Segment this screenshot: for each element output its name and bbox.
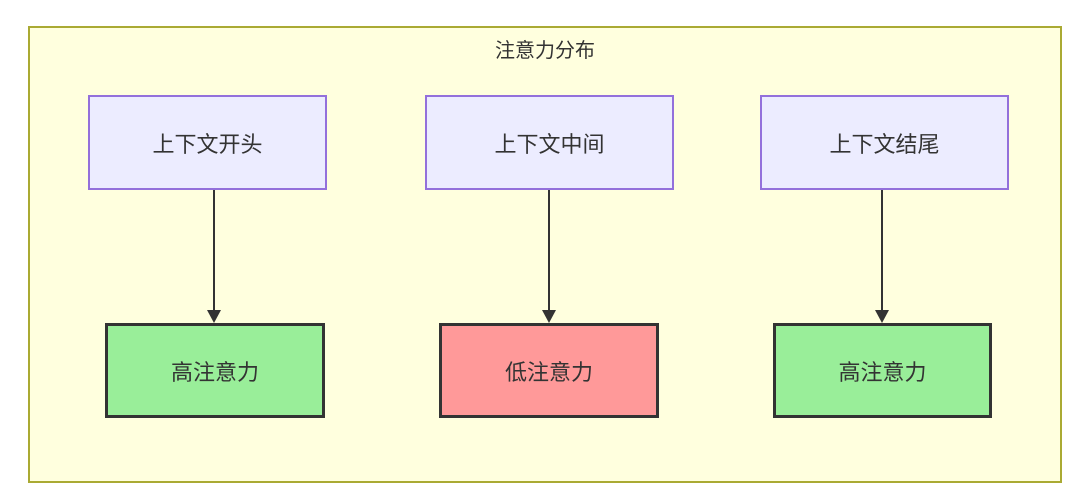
arrow-line — [213, 190, 215, 310]
node-context-end-label: 上下文结尾 — [829, 131, 940, 157]
node-context-middle-label: 上下文中间 — [494, 131, 605, 157]
node-high-attention-1-label: 高注意力 — [170, 359, 259, 385]
diagram-title: 注意力分布 — [495, 40, 595, 62]
node-high-attention-2-label: 高注意力 — [838, 359, 927, 385]
arrow-middle-to-low-attention — [542, 190, 556, 323]
node-low-attention-label: 低注意力 — [504, 359, 593, 385]
node-high-attention-2: 高注意力 — [773, 323, 992, 418]
node-high-attention-1: 高注意力 — [105, 323, 325, 418]
arrow-end-to-high-attention — [875, 190, 889, 323]
arrowhead-down-icon — [875, 310, 889, 323]
node-context-end: 上下文结尾 — [760, 95, 1009, 190]
arrowhead-down-icon — [542, 310, 556, 323]
node-context-middle: 上下文中间 — [425, 95, 674, 190]
node-context-start: 上下文开头 — [88, 95, 327, 190]
arrow-line — [881, 190, 883, 310]
arrowhead-down-icon — [207, 310, 221, 323]
node-low-attention: 低注意力 — [439, 323, 659, 418]
node-context-start-label: 上下文开头 — [152, 131, 263, 157]
attention-distribution-container: 注意力分布 上下文开头 上下文中间 上下文结尾 高注意力 低 — [28, 26, 1062, 483]
arrow-start-to-high-attention — [207, 190, 221, 323]
arrow-line — [548, 190, 550, 310]
